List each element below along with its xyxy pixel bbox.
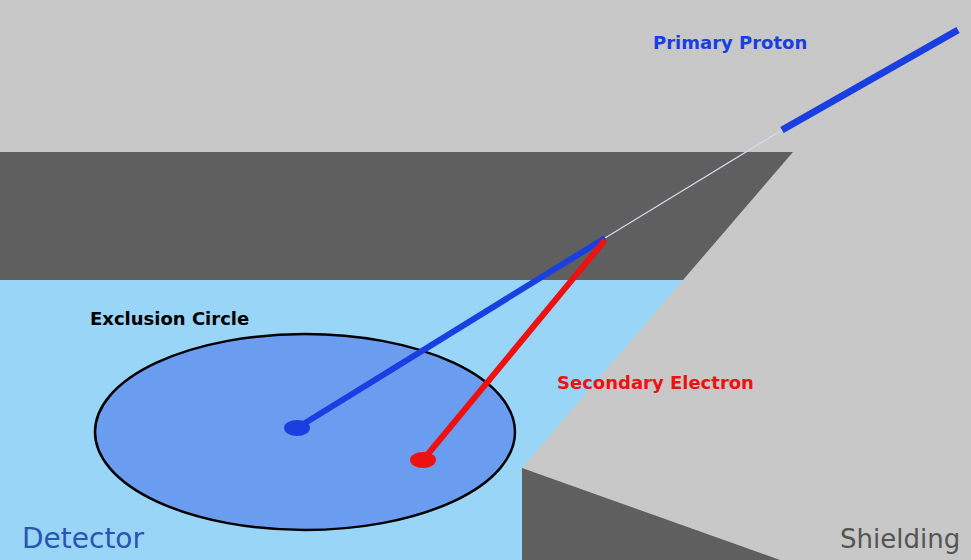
electron-track bbox=[423, 240, 605, 460]
shield-band bbox=[0, 152, 793, 280]
shield-face bbox=[522, 468, 780, 560]
track-label: Secondary Electron bbox=[557, 372, 754, 394]
track-label: Primary Proton bbox=[653, 32, 807, 54]
proton-track bbox=[297, 238, 605, 428]
region-label: Detector bbox=[22, 522, 144, 556]
region-label: Shielding bbox=[840, 524, 960, 555]
proton-hit bbox=[284, 420, 310, 436]
proton-path-in-shield bbox=[605, 130, 782, 238]
electron-hit bbox=[410, 452, 436, 468]
primary-proton-track bbox=[782, 30, 958, 130]
exclusion-circle bbox=[95, 334, 515, 530]
region-label: Exclusion Circle bbox=[90, 308, 249, 330]
